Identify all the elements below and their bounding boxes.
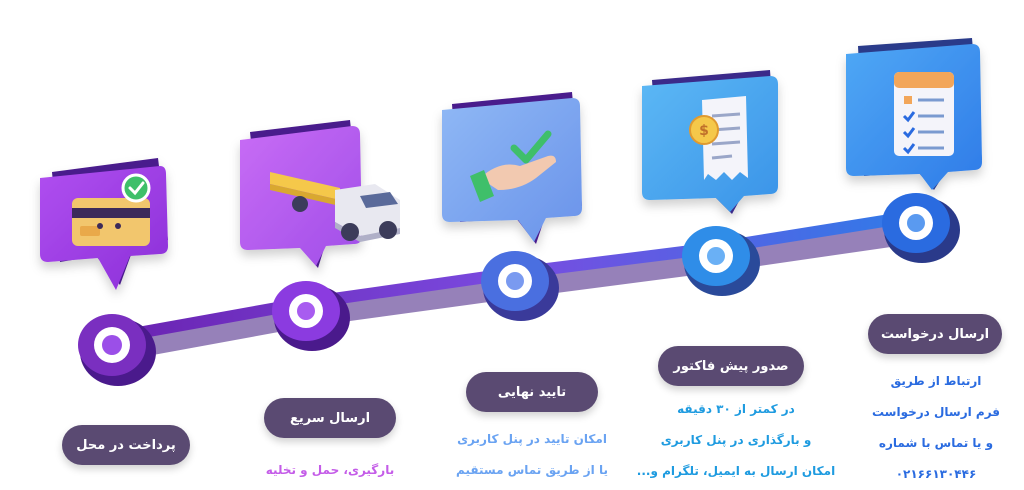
- step-delivery-title: ارسال سریع: [264, 398, 396, 438]
- step-request: [846, 38, 982, 263]
- step-request-line-1: ارتباط از طریق: [890, 374, 982, 388]
- step-request-line-3: و یا تماس با شماره: [878, 436, 994, 450]
- step-approval-node: [481, 251, 559, 321]
- step-approval-line-1: امکان تایید در پنل کاربری: [457, 432, 607, 446]
- step-invoice-line-3: امکان ارسال به ایمیل، تلگرام و...: [636, 464, 836, 478]
- step-request-line-2: فرم ارسال درخواست: [871, 405, 1001, 419]
- step-invoice-line-2: و بارگذاری در پنل کاربری: [660, 433, 812, 447]
- request-form-icon: [894, 72, 954, 156]
- step-delivery-node: [272, 281, 350, 351]
- svg-text:$: $: [699, 123, 709, 139]
- hand-check-icon: [470, 130, 556, 202]
- step-invoice-title: صدور پیش فاکتور: [658, 346, 804, 386]
- step-delivery-line-1: بارگیری، حمل و تخلیه: [265, 463, 395, 477]
- step-request-node: [882, 193, 960, 263]
- step-invoice-node: [682, 226, 760, 296]
- step-invoice-description: در کمتر از ۳۰ دقیقه و بارگذاری در پنل کا…: [628, 394, 844, 487]
- step-delivery-description: بارگیری، حمل و تخلیه: [248, 455, 412, 486]
- step-payment-node: [78, 314, 156, 386]
- step-approval-description: امکان تایید در پنل کاربری یا از طریق تما…: [440, 424, 624, 486]
- truck-icon: [270, 172, 400, 242]
- step-approval-line-2: یا از طریق تماس مستقیم: [456, 463, 608, 477]
- step-invoice-line-1: در کمتر از ۳۰ دقیقه: [677, 402, 795, 416]
- invoice-icon: $: [689, 96, 748, 180]
- step-delivery: [240, 120, 400, 351]
- step-payment: [40, 158, 168, 386]
- payment-card-icon: [72, 173, 151, 246]
- step-request-line-4: ۰۲۱۶۶۱۳۰۴۴۶: [895, 467, 977, 481]
- step-approval: [442, 92, 582, 321]
- step-invoice: $: [642, 70, 778, 296]
- step-payment-title: پرداخت در محل: [62, 425, 190, 465]
- step-request-description: ارتباط از طریق فرم ارسال درخواست و یا تم…: [852, 366, 1020, 490]
- step-request-title: ارسال درخواست: [868, 314, 1002, 354]
- step-approval-title: تایید نهایی: [466, 372, 598, 412]
